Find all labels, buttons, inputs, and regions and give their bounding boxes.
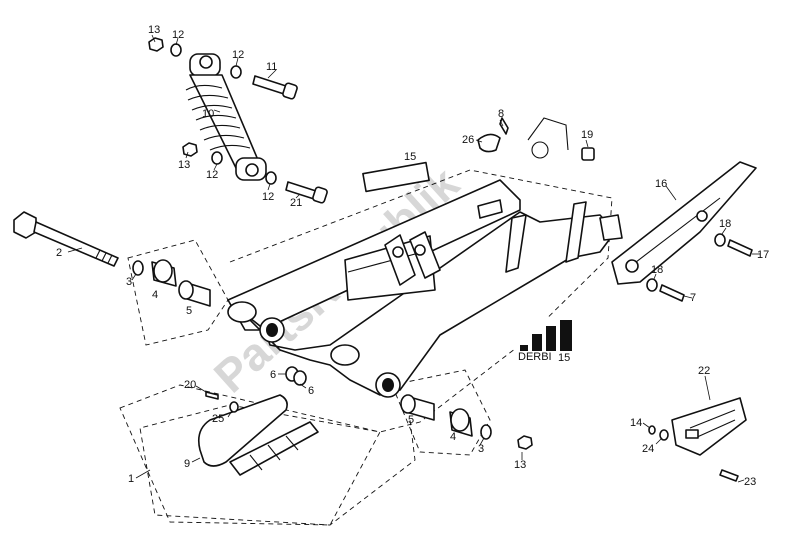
bolt-21 (285, 181, 328, 204)
chain-slider (197, 391, 319, 476)
callout-26: 26 (462, 134, 474, 146)
badge-logo: DERBI (518, 351, 552, 363)
callout-2: 2 (56, 247, 62, 259)
sticker-15-upper (362, 161, 430, 193)
callout-13: 13 (148, 24, 160, 36)
callout-23: 23 (744, 476, 756, 488)
callout-6: 6 (308, 385, 314, 397)
chain-guide-plate (611, 161, 757, 285)
washers-6 (285, 366, 307, 386)
callout-labels: 13 12 12 11 10 13 12 12 21 15 8 26 19 16… (56, 24, 769, 488)
leader-lines (67, 34, 760, 483)
swingarm (227, 179, 623, 398)
bolt-11 (252, 75, 298, 100)
small-bracket-parts (477, 117, 595, 161)
callout-10: 10 (202, 108, 214, 120)
callout-7: 7 (690, 292, 696, 304)
callout-12: 12 (206, 169, 218, 181)
callout-12: 12 (172, 29, 184, 41)
callout-15: 15 (558, 352, 570, 364)
callout-24: 24 (642, 443, 654, 455)
callout-21: 21 (290, 197, 302, 209)
right-pivot-parts (400, 394, 533, 450)
callout-22: 22 (698, 365, 710, 377)
callout-12: 12 (232, 49, 244, 61)
callout-13: 13 (514, 459, 526, 471)
callout-16: 16 (655, 178, 667, 190)
pivot-left-group-outline (127, 239, 229, 346)
callout-3: 3 (478, 443, 484, 455)
callout-8: 8 (498, 108, 504, 120)
axle-bolt (13, 211, 119, 267)
shock-absorber (185, 53, 267, 181)
callout-4: 4 (450, 431, 456, 443)
callout-1: 1 (128, 473, 134, 485)
callout-18: 18 (651, 264, 663, 276)
callout-12: 12 (262, 191, 274, 203)
callout-11: 11 (266, 61, 277, 73)
sticker-15-lower: DERBI (516, 318, 576, 363)
lower-plate (648, 397, 747, 482)
callout-20: 20 (184, 379, 196, 391)
swingarm-assembly-outline (139, 169, 613, 526)
callout-5: 5 (186, 305, 192, 317)
guard-bolts (646, 233, 753, 302)
callout-5: 5 (408, 414, 414, 426)
callout-3: 3 (126, 276, 132, 288)
callout-13: 13 (178, 159, 190, 171)
callout-25: 25 (212, 413, 224, 425)
callout-15: 15 (404, 151, 416, 163)
callout-17: 17 (757, 249, 769, 261)
callout-4: 4 (152, 289, 158, 301)
left-pivot-parts (132, 259, 211, 307)
callout-19: 19 (581, 129, 593, 141)
callout-9: 9 (184, 458, 190, 470)
callout-6: 6 (270, 369, 276, 381)
callout-18: 18 (719, 218, 731, 230)
callout-14: 14 (630, 417, 642, 429)
